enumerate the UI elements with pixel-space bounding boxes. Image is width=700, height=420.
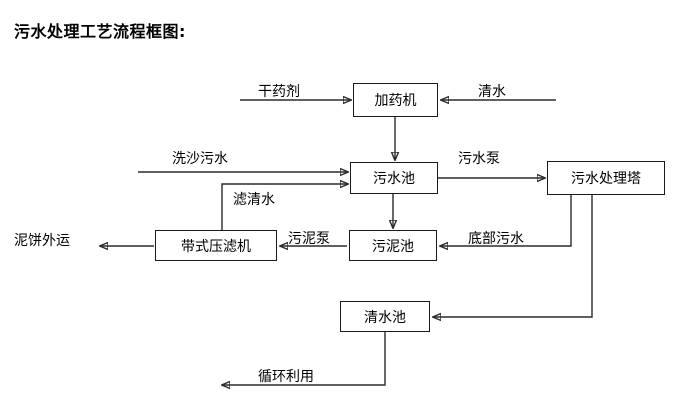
wire-filtered-water-to-sewage-pool (221, 184, 348, 230)
node-label: 污水处理塔 (571, 171, 641, 187)
edge-label-dry-agent: 干药剂 (258, 84, 300, 100)
page-title: 污水处理工艺流程框图: (14, 22, 186, 41)
edge-label-filtered-water: 滤清水 (233, 192, 275, 208)
node-label: 清水池 (364, 309, 406, 326)
wire-clear-water-recycle (222, 332, 386, 385)
wire-tower-bottom-sewage-to-sludge-pool (440, 195, 572, 246)
node-sludge-pool[interactable]: 污泥池 (349, 230, 437, 261)
node-belt-filter-press[interactable]: 带式压滤机 (155, 230, 277, 261)
node-sewage-pool[interactable]: 污水池 (350, 162, 438, 194)
edge-label-bottom-sewage: 底部污水 (468, 231, 524, 247)
terminal-label-mud-cake-out: 泥饼外运 (14, 233, 70, 249)
node-label: 加药机 (374, 93, 417, 109)
wire-tower-to-clear-water-pool (433, 195, 593, 317)
node-label: 污泥池 (372, 238, 414, 255)
node-label: 带式压滤机 (181, 238, 251, 255)
edge-label-sludge-pump: 污泥泵 (288, 231, 330, 247)
edge-label-recycle-reuse: 循环利用 (258, 369, 314, 385)
edge-label-sand-wash-sewage: 洗沙污水 (172, 151, 228, 167)
edge-label-clean-water-in: 清水 (478, 84, 506, 100)
edge-label-sewage-pump: 污水泵 (458, 151, 500, 167)
node-clear-water-pool[interactable]: 清水池 (340, 301, 430, 332)
node-label: 污水池 (373, 171, 415, 187)
node-dosing-machine[interactable]: 加药机 (353, 83, 438, 117)
node-treatment-tower[interactable]: 污水处理塔 (547, 161, 665, 195)
